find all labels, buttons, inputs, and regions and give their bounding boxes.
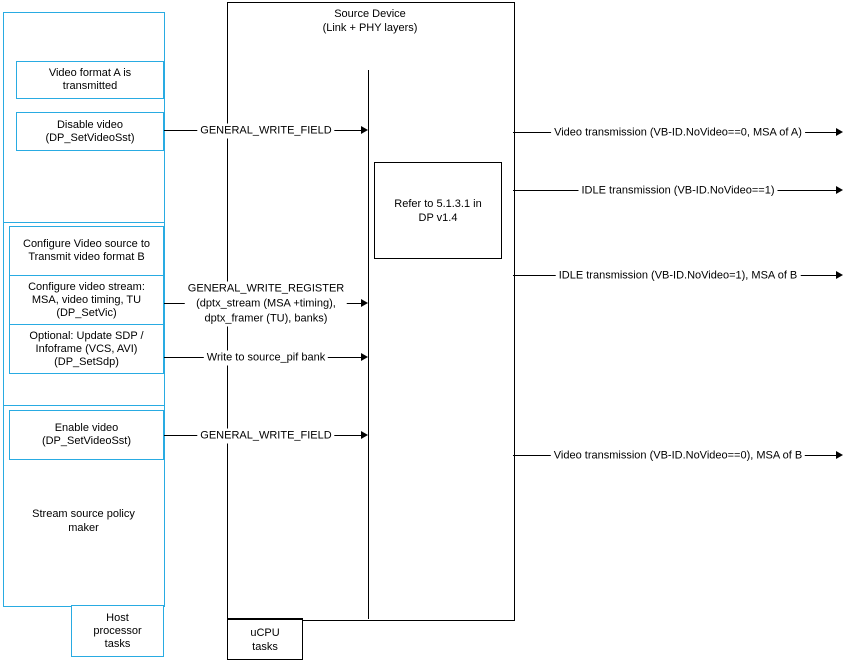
arrowhead-right-icon (361, 126, 368, 134)
refer-note-box: Refer to 5.1.3.1 in DP v1.4 (374, 162, 502, 259)
host-section-divider-1 (3, 222, 165, 223)
arrowhead-right-icon (836, 271, 843, 279)
configure-video-source-box: Configure Video source to Transmit video… (9, 226, 164, 276)
arrow-label: IDLE transmission (VB-ID.NoVideo=1), MSA… (555, 268, 801, 284)
source-device-title: Source Device (Link + PHY layers) (322, 8, 418, 34)
arrow-label: Video transmission (VB-ID.NoVideo==0, MS… (551, 125, 805, 141)
update-sdp-infoframe-box: Optional: Update SDP / Infoframe (VCS, A… (9, 324, 164, 374)
arrowhead-right-icon (836, 128, 843, 136)
arrow-label: Video transmission (VB-ID.NoVideo==0), M… (550, 448, 806, 464)
host-processor-tasks-box: Host processor tasks (71, 605, 164, 657)
stream-source-policy-maker-label: Stream source policy maker (32, 508, 135, 534)
ucpu-tasks-box: uCPU tasks (227, 618, 303, 660)
arrowhead-right-icon (361, 299, 368, 307)
arrowhead-right-icon (361, 431, 368, 439)
arrow-label: GENERAL_WRITE_FIELD (197, 123, 335, 139)
ucpu-link-boundary-line (368, 70, 369, 619)
configure-video-stream-box: Configure video stream: MSA, video timin… (9, 275, 164, 325)
host-section-divider-2 (3, 405, 165, 406)
arrow-label: GENERAL_WRITE_FIELD (197, 428, 335, 444)
video-format-a-box: Video format A is transmitted (16, 61, 164, 99)
enable-video-box: Enable video (DP_SetVideoSst) (9, 410, 164, 460)
arrow-label: GENERAL_WRITE_REGISTER (dptx_stream (MSA… (184, 281, 348, 327)
arrow-label: Write to source_pif bank (203, 350, 329, 366)
arrow-label: IDLE transmission (VB-ID.NoVideo==1) (578, 183, 778, 199)
arrowhead-right-icon (361, 353, 368, 361)
disable-video-box: Disable video (DP_SetVideoSst) (16, 112, 164, 151)
arrowhead-right-icon (836, 451, 843, 459)
arrowhead-right-icon (836, 186, 843, 194)
